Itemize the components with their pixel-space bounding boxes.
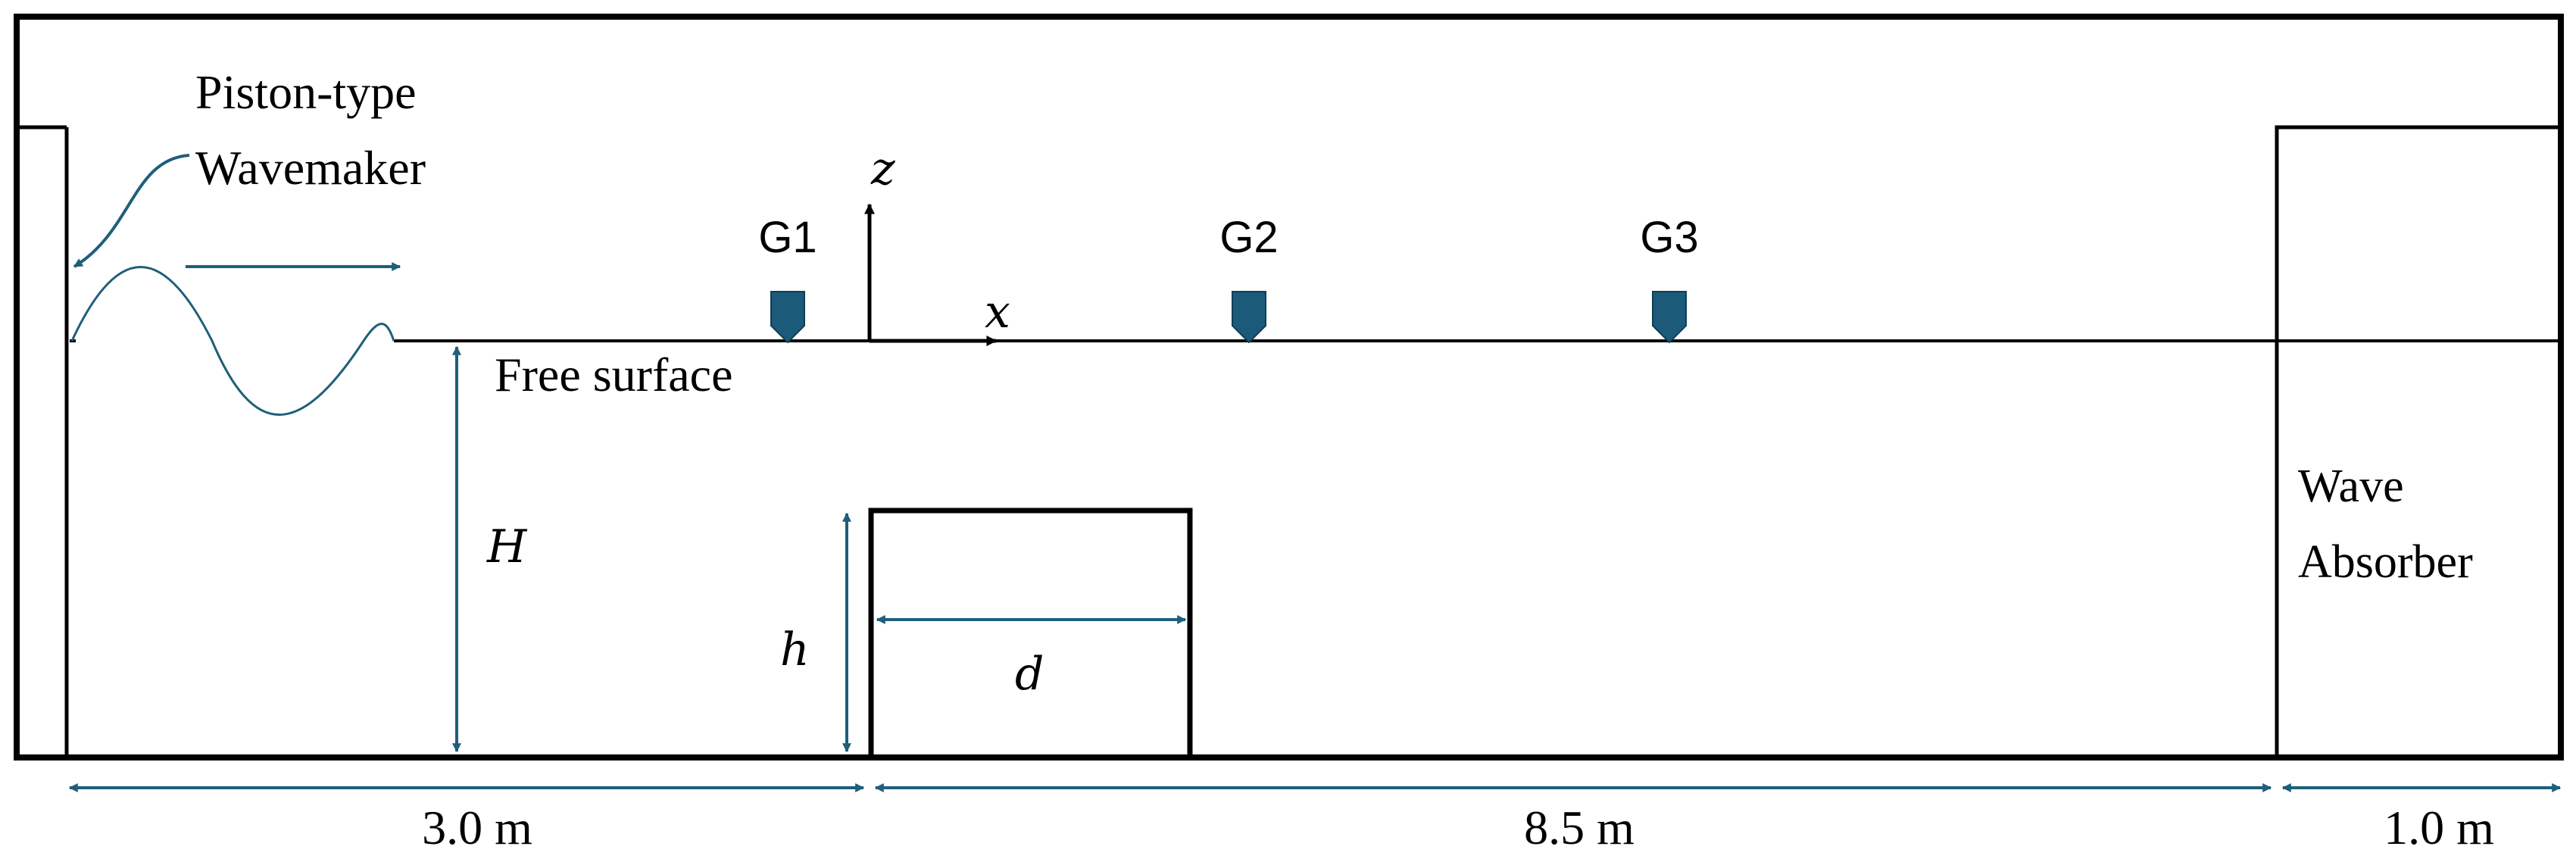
wave-curve bbox=[70, 266, 395, 416]
dimension-left-label: 3.0 m bbox=[422, 801, 532, 854]
wave-absorber-label-line2: Absorber bbox=[2298, 536, 2473, 588]
gauge-g1-marker bbox=[770, 291, 805, 344]
gauge-g1: G1 bbox=[758, 213, 817, 344]
wave-absorber-box bbox=[2275, 125, 2563, 760]
gauge-g1-label: G1 bbox=[758, 213, 817, 262]
x-axis-label: x bbox=[985, 286, 1010, 339]
free-surface-label: Free surface bbox=[495, 348, 732, 401]
block-width-label: d bbox=[1015, 648, 1044, 701]
submerged-block bbox=[868, 508, 1193, 760]
wave-absorber-label-line1: Wave bbox=[2298, 461, 2404, 512]
tank-outline bbox=[14, 14, 2564, 760]
block-height-label: h bbox=[780, 623, 810, 676]
gauge-g2: G2 bbox=[1219, 213, 1279, 344]
gauge-g2-label: G2 bbox=[1219, 213, 1278, 262]
gauge-g2-marker bbox=[1232, 291, 1266, 344]
z-axis-label: z bbox=[870, 142, 895, 195]
wavemaker-label-line2: Wavemaker bbox=[195, 141, 426, 195]
gauge-g3-label: G3 bbox=[1640, 213, 1698, 262]
dimension-middle-label: 8.5 m bbox=[1524, 801, 1635, 854]
wavemaker-pointer-arrow bbox=[73, 154, 190, 268]
gauge-g3: G3 bbox=[1640, 213, 1699, 344]
gauge-g3-marker bbox=[1652, 291, 1687, 344]
wavemaker-label-line1: Piston-type bbox=[195, 65, 417, 119]
dimension-right-label: 1.0 m bbox=[2384, 801, 2494, 854]
depth-H-label: H bbox=[486, 520, 528, 573]
